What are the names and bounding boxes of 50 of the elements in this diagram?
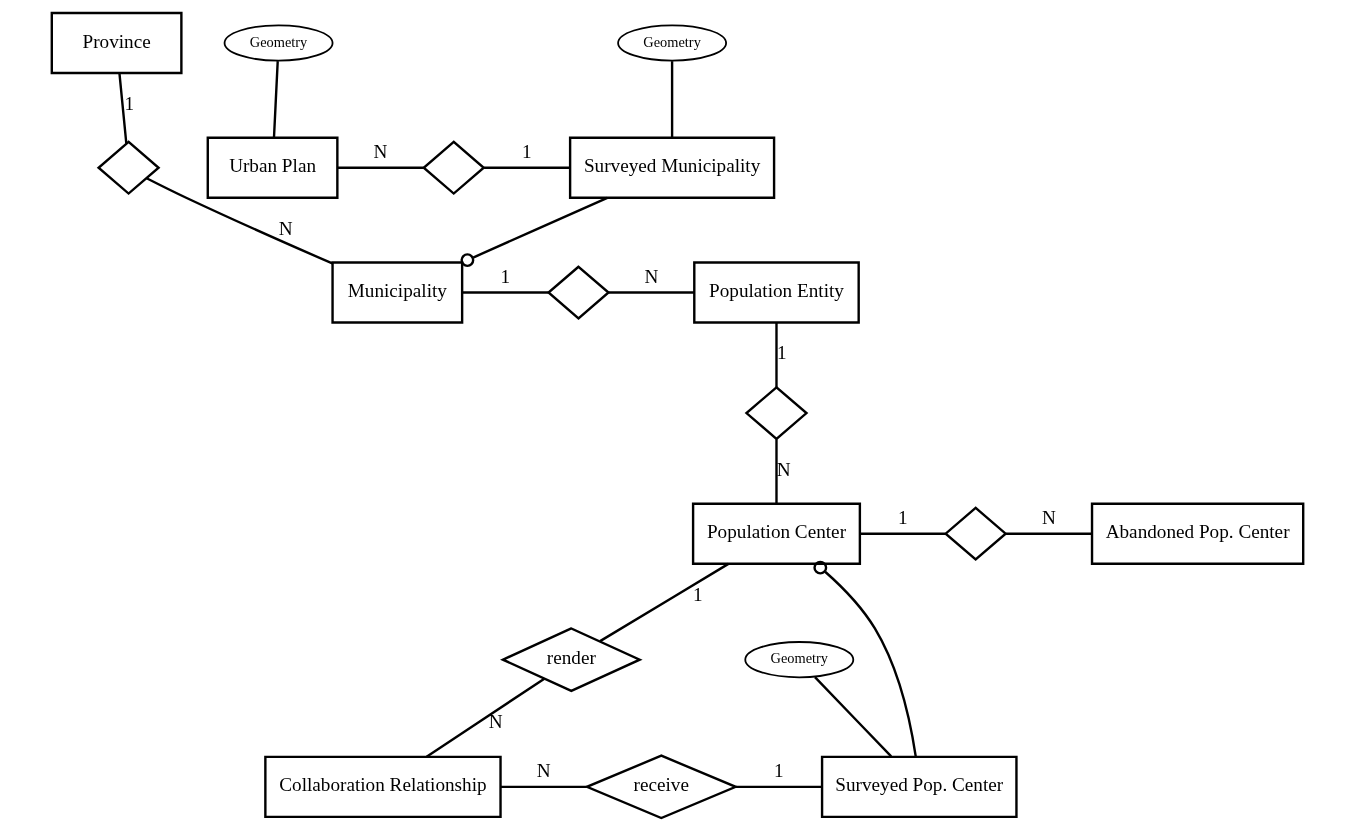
node-box: Municipality [331,261,464,324]
node-box: Collaboration Relationship [264,755,502,819]
node-box: Population Entity [693,261,860,324]
connector [608,291,695,294]
connector [460,196,608,268]
node-diamond: render [500,627,643,693]
edge-label: N [373,140,388,162]
connector [670,61,674,138]
connector [425,677,545,758]
connector [462,291,549,294]
edge-label: 1 [777,342,787,364]
node-diamond [421,140,486,196]
connector [500,785,587,789]
edge-label: N [488,710,503,732]
node-diamond [943,506,1008,562]
connector [118,73,128,144]
node-diamond [96,140,161,196]
connector [775,322,778,388]
node-box: Abandoned Pop. Center [1090,502,1305,565]
connector [860,532,946,535]
node-ellipse: Geometry [617,24,727,62]
node-box: Surveyed Municipality [568,136,776,199]
node-ellipse: Geometry [223,24,334,62]
edge-label: 1 [774,760,784,781]
node-diamond [546,265,611,320]
node-box: Population Center [691,502,862,565]
edge-label: 1 [897,506,908,528]
edge-label: N [278,217,293,239]
node-ellipse: Geometry [744,641,855,679]
edge-label: N [1041,506,1056,528]
connector [813,560,917,757]
connector [484,166,570,169]
connector [337,166,424,169]
connector [775,439,778,504]
edge-label: N [536,760,551,781]
connector [735,785,822,789]
edge-label: 1 [693,583,703,605]
connector [814,676,893,758]
connector [599,562,729,643]
node-box: Province [50,11,183,75]
node-diamond [744,385,809,441]
edge-label: 1 [500,265,511,287]
edge-label: 1 [124,92,134,114]
edge-label: N [644,265,659,287]
node-box: Urban Plan [206,136,339,199]
connector [272,61,279,138]
node-box: Surveyed Pop. Center [820,755,1018,819]
edge-label: 1 [522,140,532,162]
connector [146,177,333,265]
connector [1006,532,1092,535]
